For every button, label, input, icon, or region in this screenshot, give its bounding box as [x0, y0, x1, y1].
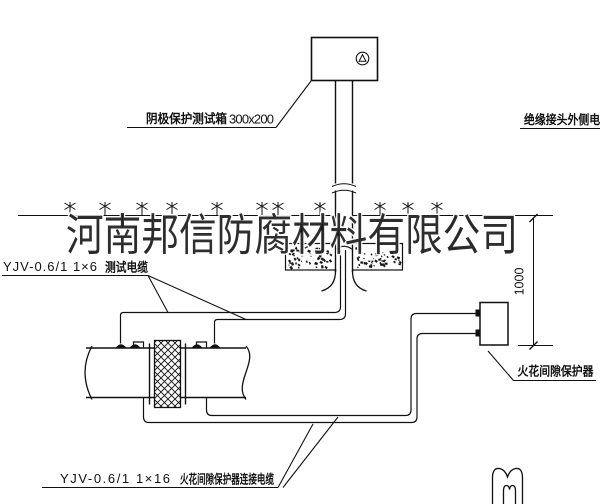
- outer-cable-label: 绝缘接头外侧电缆: [524, 112, 600, 127]
- cable-loop-left: [132, 341, 145, 348]
- test-cable-label: 测试电缆: [105, 260, 148, 275]
- test-box-label: 阴极保护测试箱: [146, 111, 227, 126]
- test-cable-left: [119, 250, 342, 344]
- test-cable-right: [213, 250, 347, 344]
- watermark-text: 河南邦信防腐材料有限公司: [66, 211, 518, 260]
- spark-cable-spec: YJV-0.6/1 1×16: [60, 471, 170, 486]
- soil-markers: [64, 202, 443, 215]
- spark-gap-protector: [479, 301, 509, 346]
- test-box: [310, 36, 379, 82]
- test-cable-spec: YJV-0.6/1 1×6: [3, 259, 97, 274]
- spark-gap-label: 火花间隙保护器: [518, 364, 594, 379]
- leader-lines: [2, 80, 600, 489]
- pipe-break-right-icon: [241, 345, 251, 400]
- protector-terminal-top: [475, 309, 481, 317]
- spark-cable-label: 火花间隙保护器连接电缆: [180, 472, 274, 487]
- spark-cable-outer: [142, 332, 476, 424]
- protector-terminal-bottom: [475, 329, 481, 337]
- concrete-stipple: [287, 246, 402, 270]
- conduit-end-arc: [335, 245, 353, 250]
- pipe-break-icon: [331, 183, 357, 194]
- watermark-halo: 河南邦信防腐材料有限公司: [66, 211, 518, 260]
- triangle-icon: [358, 53, 367, 62]
- conduit-interior: [336, 80, 353, 272]
- dimension-text: 1000: [513, 268, 527, 296]
- conduit-pipe: [334, 80, 354, 272]
- test-box-size: 300x200: [229, 112, 274, 127]
- test-box-callout-circle: [355, 51, 370, 66]
- cable-loop-right: [195, 341, 208, 348]
- cable-loop-symbol: [491, 467, 524, 504]
- spark-cable-inner: [205, 312, 476, 417]
- dimension-1000: 1000: [513, 213, 553, 350]
- insulating-joint: [153, 339, 182, 409]
- pipe-break-left-icon: [84, 345, 93, 400]
- conduit-bell-mouth: [321, 269, 367, 292]
